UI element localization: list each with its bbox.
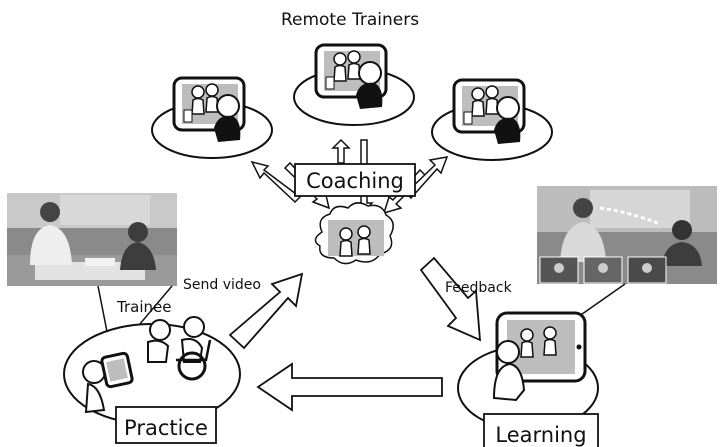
trainee-label: Trainee xyxy=(116,298,171,316)
practice-scene xyxy=(63,316,241,425)
send-video-arrow xyxy=(228,272,304,350)
coaching-label: Coaching xyxy=(306,169,404,193)
practice-box: Practice xyxy=(115,406,217,444)
cloud-icon xyxy=(314,202,394,265)
practice-photo xyxy=(7,193,177,286)
wheelchair-icon xyxy=(177,351,207,381)
remote-trainer-left xyxy=(152,78,272,158)
remote-trainers-title: Remote Trainers xyxy=(281,10,419,30)
feedback-arrow xyxy=(419,256,482,342)
learning-label: Learning xyxy=(495,423,586,447)
feedback-label: Feedback xyxy=(445,280,513,296)
remote-trainer-center xyxy=(294,45,414,125)
feedback-photo xyxy=(537,186,717,284)
send-video-label: Send video xyxy=(183,277,261,293)
tablet-icon xyxy=(495,311,587,383)
learning-box: Learning xyxy=(483,413,599,447)
remote-trainer-right xyxy=(432,80,552,160)
coaching-box: Coaching xyxy=(294,163,416,197)
loop-arrow xyxy=(256,362,443,412)
practice-label: Practice xyxy=(124,416,208,440)
